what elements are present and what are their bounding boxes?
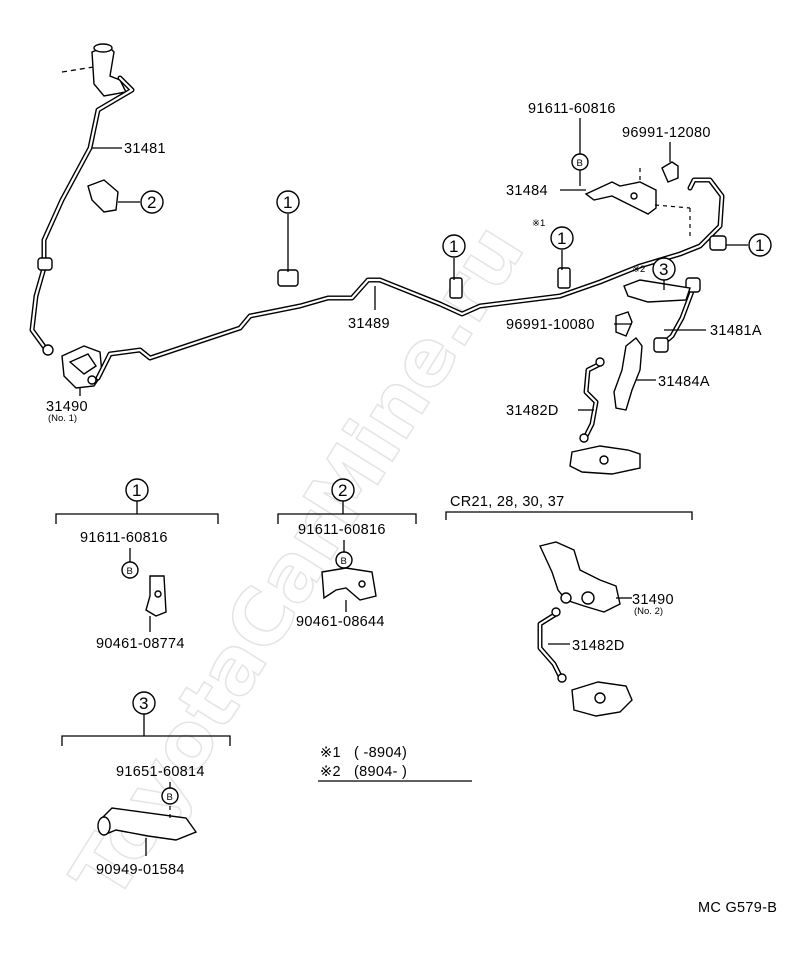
- cr-valve-label: 31490: [632, 592, 674, 608]
- callout-1-c: 1: [550, 226, 574, 250]
- svg-text:1: 1: [755, 236, 764, 255]
- svg-text:2: 2: [147, 193, 156, 212]
- svg-text:1: 1: [449, 237, 458, 256]
- cr-heading: CR21, 28, 30, 37: [450, 494, 564, 510]
- pipe-31489: [95, 177, 725, 381]
- pipe-31482D-upper: [579, 357, 605, 443]
- legend-row2-mark: ※2: [320, 764, 341, 780]
- leader-lines: [79, 118, 748, 411]
- label-31489: 31489: [348, 316, 390, 332]
- clamp-c: [557, 267, 571, 289]
- callout-1-a: 1: [276, 190, 300, 214]
- detail-3-bolt-label: 91651-60814: [116, 764, 205, 780]
- detail-2-number: 2: [338, 481, 347, 500]
- label-31481: 31481: [124, 141, 166, 157]
- bolt-b-top: B: [571, 153, 589, 171]
- svg-text:B: B: [341, 556, 347, 567]
- detail-2-bolt-label: 91611-60816: [298, 522, 386, 538]
- label-31484A: 31484A: [658, 374, 710, 390]
- cr-variant: CR21, 28, 30, 37 31490 (No. 2) 31482D: [445, 494, 693, 717]
- clamp-d: [709, 235, 727, 251]
- callout-1-b: 1: [442, 234, 466, 258]
- clamp-e: [87, 179, 119, 213]
- date-legend: ※1 ( -8904) ※2 (8904- ): [318, 745, 472, 782]
- detail-1-clamp-label: 90461-08774: [96, 636, 185, 652]
- legend-row2-range: (8904- ): [354, 764, 407, 780]
- clamp-a: [277, 269, 299, 287]
- detail-3-number: 3: [139, 694, 148, 713]
- star1-mark: ※1: [532, 218, 545, 229]
- bracket-31484: [584, 168, 691, 240]
- bracket-31484A: [613, 337, 643, 411]
- detail-2-clamp-label: 90461-08644: [296, 614, 385, 630]
- proportioning-valve-no1: [61, 345, 103, 389]
- svg-text:B: B: [127, 566, 133, 577]
- clip-96991-12080: [661, 161, 679, 183]
- callout-1-d: 1: [748, 233, 772, 257]
- detail-1: 1 91611-60816 B 90461-08774: [55, 478, 219, 652]
- label-31482D-top: 31482D: [506, 403, 559, 419]
- label-91611-60816-top: 91611-60816: [528, 101, 616, 117]
- cr-valve-note: (No. 2): [634, 606, 663, 617]
- figure-code: MC G579-B: [698, 900, 777, 916]
- detail-1-bolt-label: 91611-60816: [80, 530, 168, 546]
- detail-3: 3 91651-60814 B 90949-01584: [61, 691, 231, 878]
- svg-text:B: B: [577, 158, 583, 169]
- pipe-31481: [29, 75, 135, 356]
- master-cylinder-fitting: [61, 43, 128, 97]
- rear-valve-port: [599, 455, 609, 465]
- bracket-callout3-main: [623, 279, 691, 303]
- label-31490-no1-note: (No. 1): [48, 413, 77, 424]
- detail-3-clamp-label: 90949-01584: [96, 862, 185, 878]
- legend-row1-mark: ※1: [320, 745, 341, 761]
- svg-text:1: 1: [557, 229, 566, 248]
- cr-pipe-label: 31482D: [572, 638, 625, 654]
- star2-mark: ※2: [632, 264, 645, 275]
- label-96991-12080: 96991-12080: [622, 125, 711, 141]
- svg-text:3: 3: [659, 260, 668, 279]
- callout-2-a: 2: [140, 190, 164, 214]
- legend-row1-range: ( -8904): [354, 745, 407, 761]
- detail-1-number: 1: [132, 481, 141, 500]
- svg-text:B: B: [167, 792, 173, 803]
- label-31484: 31484: [506, 183, 548, 199]
- callout-3-a: 3: [652, 257, 676, 281]
- label-31490-no1: 31490: [46, 399, 88, 415]
- svg-text:1: 1: [283, 193, 292, 212]
- clamp-b: [449, 277, 463, 299]
- label-96991-10080: 96991-10080: [506, 317, 595, 333]
- detail-2: 2 91611-60816 B 90461-08644: [277, 478, 417, 630]
- label-31481A: 31481A: [710, 323, 762, 339]
